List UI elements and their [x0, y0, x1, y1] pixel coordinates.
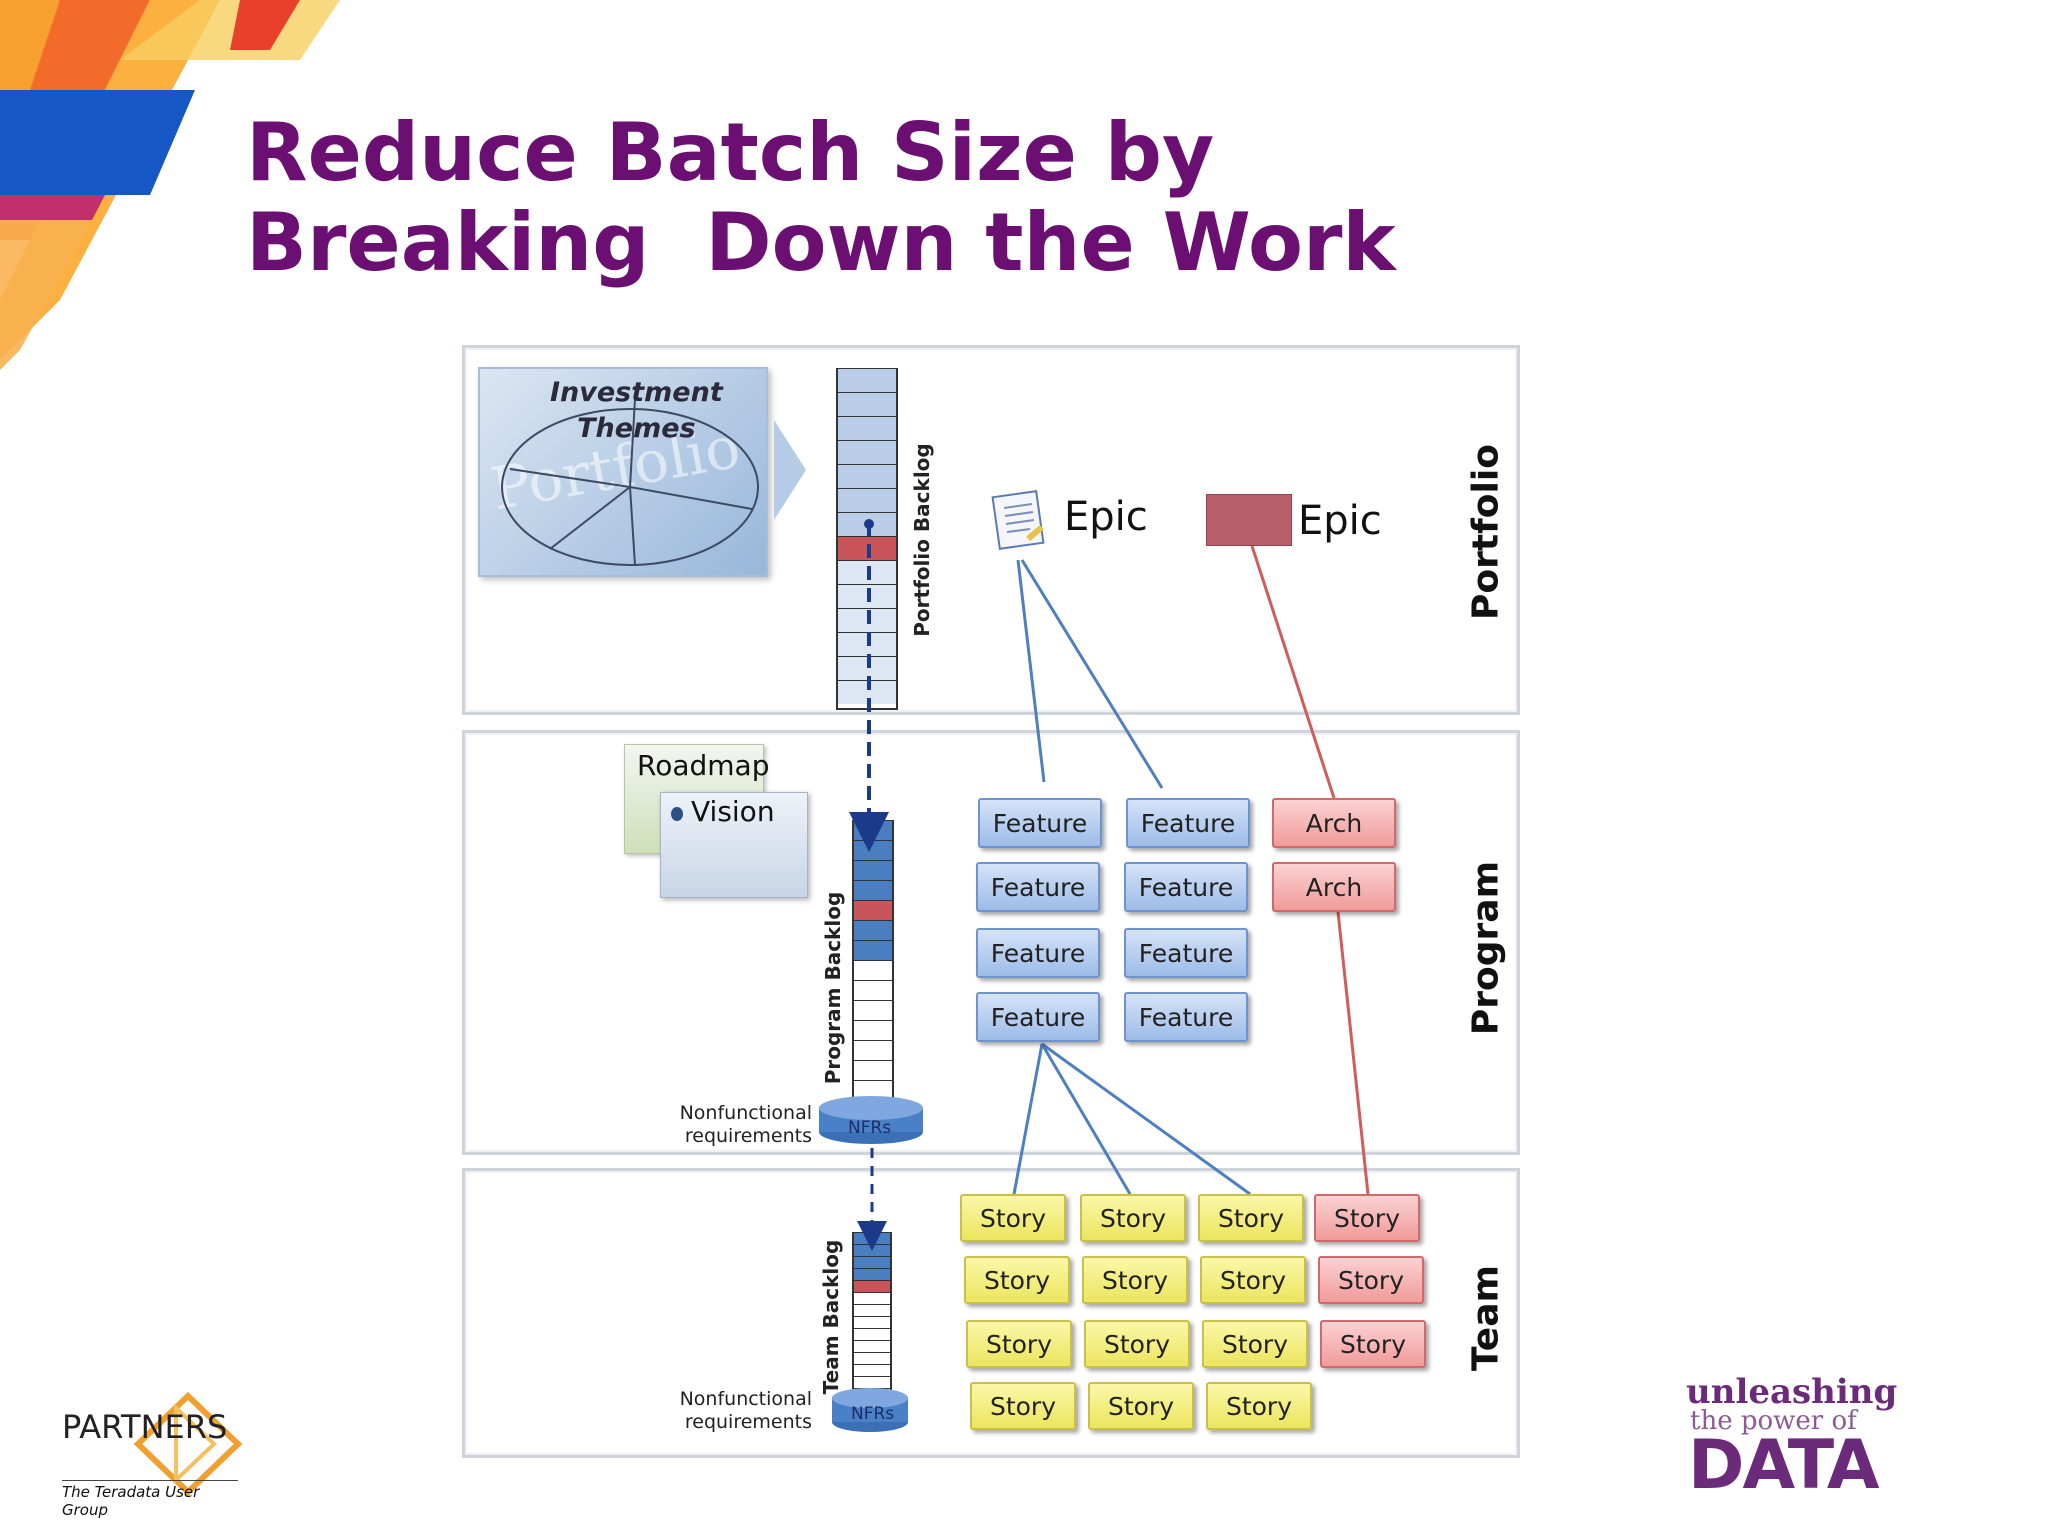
backlog-cell	[838, 608, 896, 632]
backlog-cell	[838, 488, 896, 512]
program-backlog-stack	[852, 820, 894, 1100]
feature-card: Feature	[976, 992, 1100, 1042]
backlog-cell	[838, 440, 896, 464]
epic-left-label: Epic	[1064, 494, 1148, 540]
backlog-cell	[854, 1340, 890, 1352]
backlog-cell	[838, 632, 896, 656]
tier-label-program: Program	[1465, 860, 1507, 1036]
backlog-cell	[838, 536, 896, 560]
investment-themes-box: Portfolio Investment Themes	[478, 367, 768, 577]
nfrs-team-label: NFRs	[851, 1404, 895, 1424]
story-card: Story	[966, 1320, 1072, 1368]
backlog-cell	[854, 860, 892, 880]
backlog-cell	[854, 1352, 890, 1364]
story-card: Story	[1084, 1320, 1190, 1368]
pie-chart-icon	[501, 398, 759, 566]
story-card: Story	[1082, 1256, 1188, 1304]
epic-block-icon	[1206, 494, 1292, 546]
investment-themes-label: Investment Themes	[550, 377, 723, 444]
backlog-cell	[854, 1268, 890, 1280]
backlog-cell	[838, 416, 896, 440]
program-backlog-label: Program Backlog	[821, 891, 845, 1085]
backlog-cell	[854, 900, 892, 920]
backlog-cell	[854, 1244, 890, 1256]
story-card: Story	[1080, 1194, 1186, 1242]
feature-card: Feature	[1124, 992, 1248, 1042]
story-arch-card: Story	[1314, 1194, 1420, 1242]
backlog-cell	[838, 560, 896, 584]
power-of-wordmark: the power of	[1690, 1406, 1857, 1436]
roadmap-label: Roadmap	[637, 749, 770, 782]
backlog-cell	[838, 584, 896, 608]
tier-label-team: Team	[1465, 1265, 1507, 1371]
epic-right-label: Epic	[1298, 498, 1382, 544]
backlog-cell	[854, 920, 892, 940]
arch-card: Arch	[1272, 798, 1396, 848]
backlog-cell	[854, 820, 892, 840]
backlog-cell	[854, 1376, 890, 1388]
backlog-cell	[838, 464, 896, 488]
vision-card: Vision	[660, 792, 808, 898]
partners-tagline: The Teradata User Group	[62, 1480, 238, 1519]
story-card: Story	[964, 1256, 1070, 1304]
backlog-cell	[854, 1060, 892, 1080]
feature-card: Feature	[978, 798, 1102, 848]
backlog-cell	[854, 1040, 892, 1060]
nonfunctional-program-label: Nonfunctional requirements	[679, 1102, 812, 1147]
backlog-cell	[854, 1364, 890, 1376]
nfrs-program-label: NFRs	[848, 1118, 892, 1138]
backlog-cell	[854, 1232, 890, 1244]
epic-document-icon	[991, 490, 1045, 550]
story-card: Story	[960, 1194, 1066, 1242]
feature-card: Feature	[976, 928, 1100, 978]
story-card: Story	[1202, 1320, 1308, 1368]
backlog-cell	[854, 940, 892, 960]
backlog-cell	[854, 1256, 890, 1268]
nonfunctional-team-label: Nonfunctional requirements	[679, 1388, 812, 1433]
backlog-cell	[838, 368, 896, 392]
partners-logo-icon	[133, 1391, 243, 1497]
backlog-cell	[854, 980, 892, 1000]
story-card: Story	[970, 1382, 1076, 1430]
feature-card: Feature	[976, 862, 1100, 912]
data-wordmark: DATA	[1688, 1426, 1880, 1505]
slide-title: Reduce Batch Size by Breaking Down the W…	[246, 106, 1396, 289]
corner-decoration	[0, 0, 340, 370]
backlog-cell	[838, 656, 896, 680]
backlog-cell	[854, 1316, 890, 1328]
backlog-cell	[838, 512, 896, 536]
portfolio-backlog-label: Portfolio Backlog	[910, 443, 934, 637]
backlog-cell	[854, 1080, 892, 1100]
tier-label-portfolio: Portfolio	[1465, 444, 1507, 620]
vision-bullet-icon	[671, 807, 683, 821]
unleashing-wordmark: unleashing	[1686, 1372, 1898, 1412]
backlog-cell	[838, 680, 896, 704]
backlog-cell	[854, 840, 892, 860]
team-backlog-stack	[852, 1232, 892, 1400]
partners-wordmark: PARTNERS	[62, 1408, 228, 1446]
backlog-cell	[854, 1388, 890, 1400]
arch-card: Arch	[1272, 862, 1396, 912]
backlog-cell	[854, 1292, 890, 1304]
story-card: Story	[1200, 1256, 1306, 1304]
story-card: Story	[1198, 1194, 1304, 1242]
backlog-cell	[854, 1000, 892, 1020]
backlog-cell	[854, 1304, 890, 1316]
backlog-cell	[854, 1280, 890, 1292]
backlog-cell	[854, 1328, 890, 1340]
story-arch-card: Story	[1318, 1256, 1424, 1304]
team-backlog-label: Team Backlog	[819, 1239, 843, 1395]
story-card: Story	[1088, 1382, 1194, 1430]
feature-card: Feature	[1124, 862, 1248, 912]
backlog-cell	[854, 880, 892, 900]
feature-card: Feature	[1126, 798, 1250, 848]
story-arch-card: Story	[1320, 1320, 1426, 1368]
backlog-cell	[854, 960, 892, 980]
portfolio-backlog-stack	[836, 368, 898, 710]
feature-card: Feature	[1124, 928, 1248, 978]
backlog-cell	[854, 1020, 892, 1040]
backlog-cell	[838, 392, 896, 416]
story-card: Story	[1206, 1382, 1312, 1430]
vision-label: Vision	[691, 795, 775, 828]
